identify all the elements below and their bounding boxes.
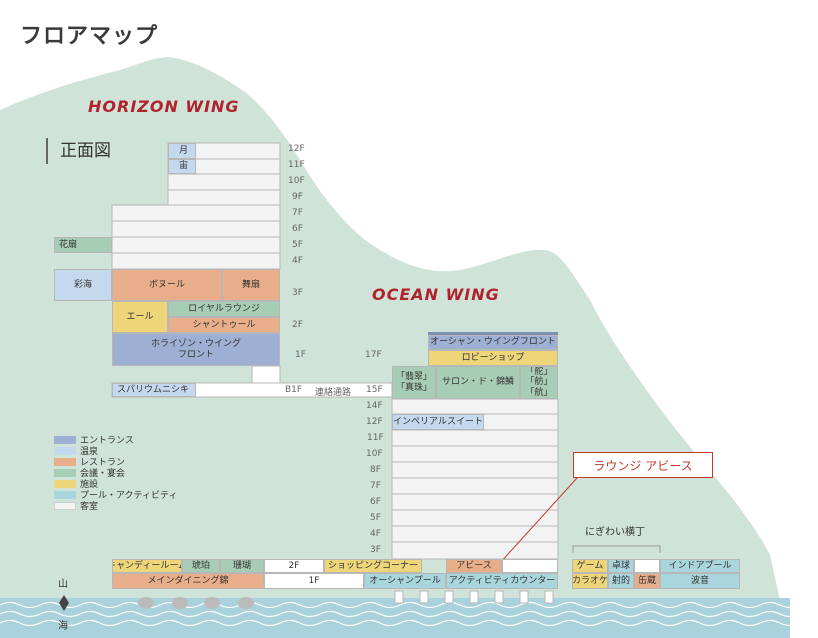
floor-label: 3F xyxy=(292,288,303,298)
room-aile[interactable]: エール xyxy=(112,301,168,333)
floor-label: 6F xyxy=(370,497,381,507)
floor-label: 7F xyxy=(292,208,303,218)
activity-counter[interactable]: アクティビティカウンター xyxy=(446,573,558,589)
room-salon[interactable]: サロン・ド・錦鱗 xyxy=(436,366,520,399)
room-royal-lounge[interactable]: ロイヤルラウンジ xyxy=(168,301,280,317)
floor-label: 1F xyxy=(295,350,306,360)
yokocho-title: にぎわい横丁 xyxy=(585,527,645,538)
lobby-shop[interactable]: ロビーショップ xyxy=(428,350,558,366)
floor-1f-cell: 1F xyxy=(264,573,364,589)
floor-label: 5F xyxy=(370,513,381,523)
room-archery[interactable]: 射的 xyxy=(608,573,634,589)
indoor-pool[interactable]: インドアプール xyxy=(660,559,740,573)
room-sora[interactable]: 宙 xyxy=(168,159,196,174)
room-tsuki[interactable]: 月 xyxy=(168,143,196,159)
room-pingpong[interactable]: 卓球 xyxy=(608,559,634,573)
ocean-pool[interactable]: オーシャンプール xyxy=(364,573,446,589)
legend-item: プール・アクティビティ xyxy=(54,488,177,501)
compass-mountain: 山 xyxy=(58,579,68,590)
floor-label: 10F xyxy=(366,449,383,459)
callout-leader xyxy=(499,477,578,564)
floor-label: 5F xyxy=(292,240,303,250)
floor-label: 3F xyxy=(370,545,381,555)
legend-swatch xyxy=(54,468,76,477)
room-saikai[interactable]: 彩海 xyxy=(54,269,112,301)
legend-swatch xyxy=(54,446,76,455)
dining-domes xyxy=(138,597,254,609)
floor-label: 11F xyxy=(288,160,305,170)
room-maiougi[interactable]: 舞扇 xyxy=(222,269,280,301)
room-namioto[interactable]: 波音 xyxy=(660,573,740,589)
floor-label: 12F xyxy=(288,144,305,154)
horizon-front[interactable]: ホライゾン・ウイング フロント xyxy=(112,333,280,366)
room-kaji[interactable]: 「舵」「舫」 「航」 xyxy=(520,366,558,399)
main-dining[interactable]: メインダイニング錦 xyxy=(112,573,264,589)
floor-label: 8F xyxy=(370,465,381,475)
shopping-corner[interactable]: ショッピングコーナー xyxy=(324,559,422,573)
floor-label: 12F xyxy=(366,417,383,427)
blank-cell xyxy=(502,559,558,573)
blank-cell xyxy=(634,559,660,573)
room-chantoule[interactable]: シャントゥール xyxy=(168,317,280,333)
legend-item: 会議・宴会 xyxy=(54,466,125,479)
legend-item: エントランス xyxy=(54,433,134,446)
room-kanzume[interactable]: 缶蔵 xyxy=(634,573,660,589)
floor-label: 14F xyxy=(366,401,383,411)
floor-label: 17F xyxy=(365,350,382,360)
legend-item: 施設 xyxy=(54,477,98,490)
compass-sea: 海 xyxy=(58,621,68,632)
horizon-wing-label: HORIZON WING xyxy=(88,97,240,116)
yokocho-bracket xyxy=(572,545,661,553)
page-title: フロアマップ xyxy=(20,24,159,49)
legend-swatch xyxy=(54,435,76,444)
floor-label: 4F xyxy=(292,256,303,266)
ocean-front[interactable]: オーシャン・ウイングフロント xyxy=(428,335,558,350)
room-game[interactable]: ゲーム xyxy=(572,559,608,573)
room-candy[interactable]: キャンディールーム xyxy=(112,559,182,573)
floor-2f-cell: 2F xyxy=(264,559,324,573)
floor-label: 4F xyxy=(370,529,381,539)
elevation-title: 正面図 xyxy=(46,138,111,164)
waves xyxy=(0,601,801,609)
room-spa[interactable]: スパリウムニシキ xyxy=(112,383,196,397)
compass-arrow xyxy=(59,595,69,611)
floor-label: 2F xyxy=(292,320,303,330)
room-kohaku[interactable]: 琥珀 xyxy=(182,559,220,573)
legend-swatch xyxy=(54,490,76,499)
floor-label: B1F xyxy=(285,385,303,395)
legend-item: レストラン xyxy=(54,455,125,468)
room-kasen[interactable]: 花扇 xyxy=(54,237,112,253)
legend-swatch xyxy=(54,479,76,488)
sea xyxy=(0,598,790,638)
legend-swatch xyxy=(54,457,76,466)
floor-label: 15F xyxy=(366,385,383,395)
ocean-pillars xyxy=(394,590,554,604)
legend-item: 客室 xyxy=(54,499,98,512)
callout-lounge-abyss[interactable]: ラウンジ アビース xyxy=(573,452,713,478)
floor-label: 10F xyxy=(288,176,305,186)
legend-swatch xyxy=(54,501,76,510)
floor-label: 7F xyxy=(370,481,381,491)
room-abyss[interactable]: アビース xyxy=(446,559,502,573)
room-sango[interactable]: 珊瑚 xyxy=(220,559,264,573)
floor-label: 6F xyxy=(292,224,303,234)
horizon-rooms-grid xyxy=(111,142,281,270)
floor-label: 9F xyxy=(292,192,303,202)
legend-item: 温泉 xyxy=(54,444,98,457)
room-hisui[interactable]: 「翡翠」 「真珠」 xyxy=(392,366,436,399)
ocean-wing-label: OCEAN WING xyxy=(372,285,500,304)
room-imperial[interactable]: インペリアルスイート xyxy=(392,414,484,430)
connection-label: 連絡通路 xyxy=(315,388,352,398)
floor-label: 11F xyxy=(367,433,384,443)
room-karaoke[interactable]: カラオケ xyxy=(572,573,608,589)
room-bonnur[interactable]: ボヌール xyxy=(112,269,222,301)
